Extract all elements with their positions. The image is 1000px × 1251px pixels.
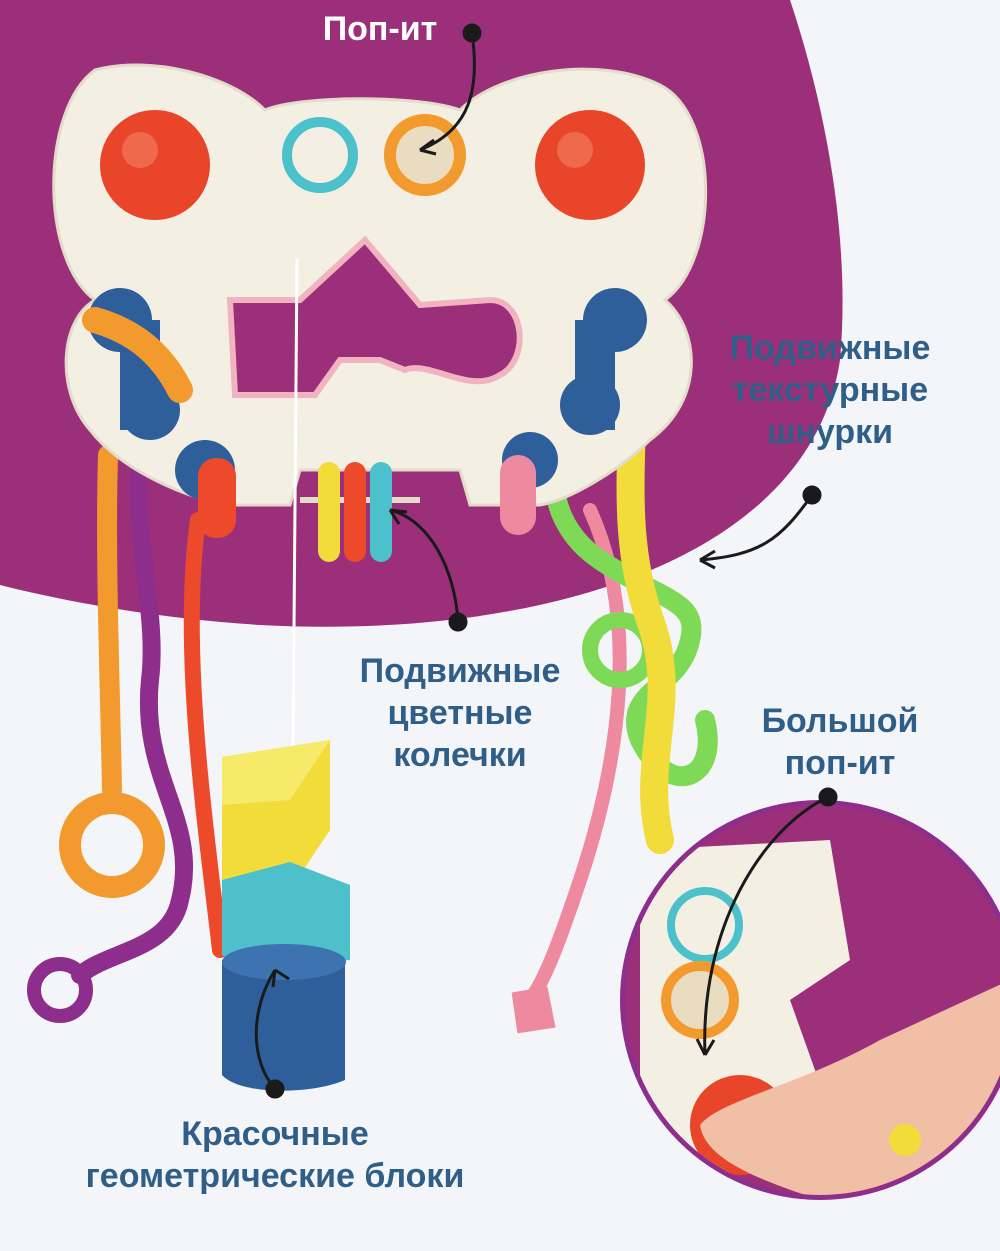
violet-lace bbox=[71, 411, 194, 984]
violet-spiral bbox=[27, 957, 93, 1023]
red-pop-right bbox=[535, 110, 645, 220]
pink-lace bbox=[523, 503, 627, 1007]
big-pop-inset bbox=[620, 800, 1000, 1200]
label-pop-it: Поп-ит bbox=[322, 10, 438, 48]
label-rings: Подвижные цветные колечки bbox=[359, 652, 561, 774]
label-big-pop: Большой поп-ит bbox=[761, 702, 919, 782]
pink-side-ring bbox=[500, 455, 536, 535]
red-pop-left bbox=[100, 110, 210, 220]
orange-teether-ring bbox=[82, 307, 193, 403]
orange-lace bbox=[97, 445, 122, 800]
red-lace bbox=[183, 512, 228, 958]
pink-lace-tip bbox=[511, 986, 556, 1034]
finger bbox=[700, 980, 1000, 1195]
geometric-blocks bbox=[222, 740, 350, 1091]
red-side-ring bbox=[198, 458, 236, 538]
green-lace bbox=[545, 410, 718, 787]
color-rings bbox=[300, 462, 420, 562]
shape-hole bbox=[226, 235, 523, 398]
pointer-arrows bbox=[254, 23, 838, 1099]
label-laces: Подвижные текстурные шнурки bbox=[729, 329, 931, 451]
teal-block bbox=[222, 862, 350, 970]
blue-block bbox=[222, 960, 345, 1091]
label-blocks: Красочные геометрические блоки bbox=[85, 1115, 465, 1195]
teal-pop-ring bbox=[282, 117, 358, 193]
block-string bbox=[291, 257, 299, 753]
orange-ring bbox=[59, 792, 165, 898]
